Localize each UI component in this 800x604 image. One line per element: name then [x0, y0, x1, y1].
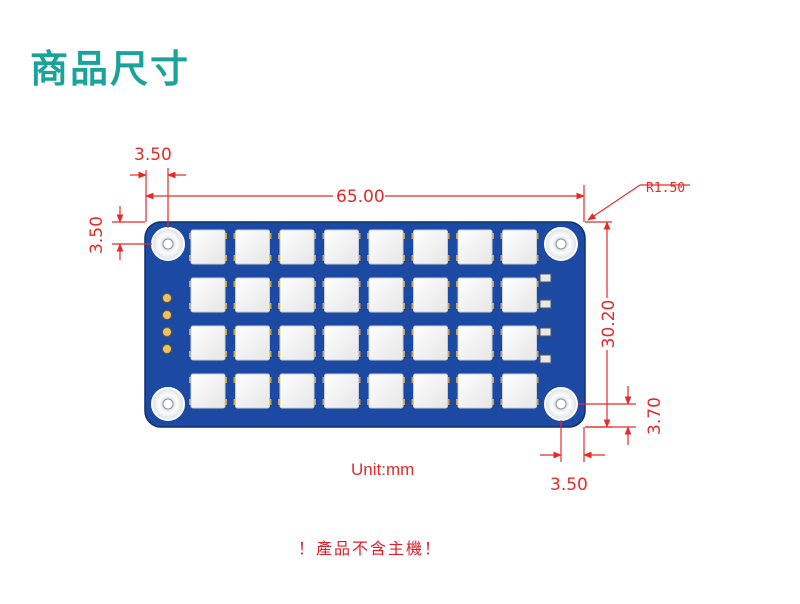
- dim-hole-offset-right-x: 3.50: [550, 475, 588, 495]
- led-module: [233, 373, 272, 409]
- led-module: [500, 277, 539, 313]
- dim-width: 65.00: [336, 187, 385, 207]
- product-note: ！產品不含主機！: [297, 539, 442, 558]
- led-module: [278, 373, 316, 409]
- led-module: [411, 373, 450, 409]
- led-module: [189, 277, 227, 313]
- dim-height: 30.20: [599, 300, 619, 349]
- led-module: [233, 277, 272, 313]
- led-module: [189, 373, 227, 409]
- led-module: [456, 373, 494, 409]
- led-module: [500, 325, 539, 361]
- led-module: [456, 325, 494, 361]
- led-module: [233, 325, 272, 361]
- led-module: [367, 373, 405, 409]
- smd-components: [539, 273, 552, 364]
- led-module: [278, 325, 316, 361]
- led-module: [189, 325, 227, 361]
- page-title: 商品尺寸: [30, 47, 191, 91]
- header-pins: [162, 293, 172, 354]
- led-module: [278, 277, 316, 313]
- led-module: [367, 325, 405, 361]
- led-module: [411, 277, 450, 313]
- led-module: [233, 229, 272, 265]
- led-module: [500, 373, 539, 409]
- led-module: [322, 325, 361, 361]
- mounting-holes: [151, 227, 578, 421]
- led-module: [189, 229, 227, 265]
- unit-label: Unit:mm: [351, 460, 414, 479]
- led-module: [322, 277, 361, 313]
- dim-radius: R1.50: [646, 181, 685, 196]
- led-module: [500, 229, 539, 265]
- dim-hole-offset-bottom-y: 3.70: [645, 397, 665, 435]
- led-module: [322, 229, 361, 265]
- led-module: [322, 373, 361, 409]
- led-module: [367, 277, 405, 313]
- led-module: [278, 229, 316, 265]
- dim-hole-offset-left-x: 3.50: [134, 145, 172, 165]
- led-module: [411, 325, 450, 361]
- led-module: [367, 229, 405, 265]
- led-matrix: [189, 229, 539, 409]
- led-module: [411, 229, 450, 265]
- led-module: [456, 229, 494, 265]
- dim-hole-offset-top-y: 3.50: [87, 216, 107, 254]
- led-module: [456, 277, 494, 313]
